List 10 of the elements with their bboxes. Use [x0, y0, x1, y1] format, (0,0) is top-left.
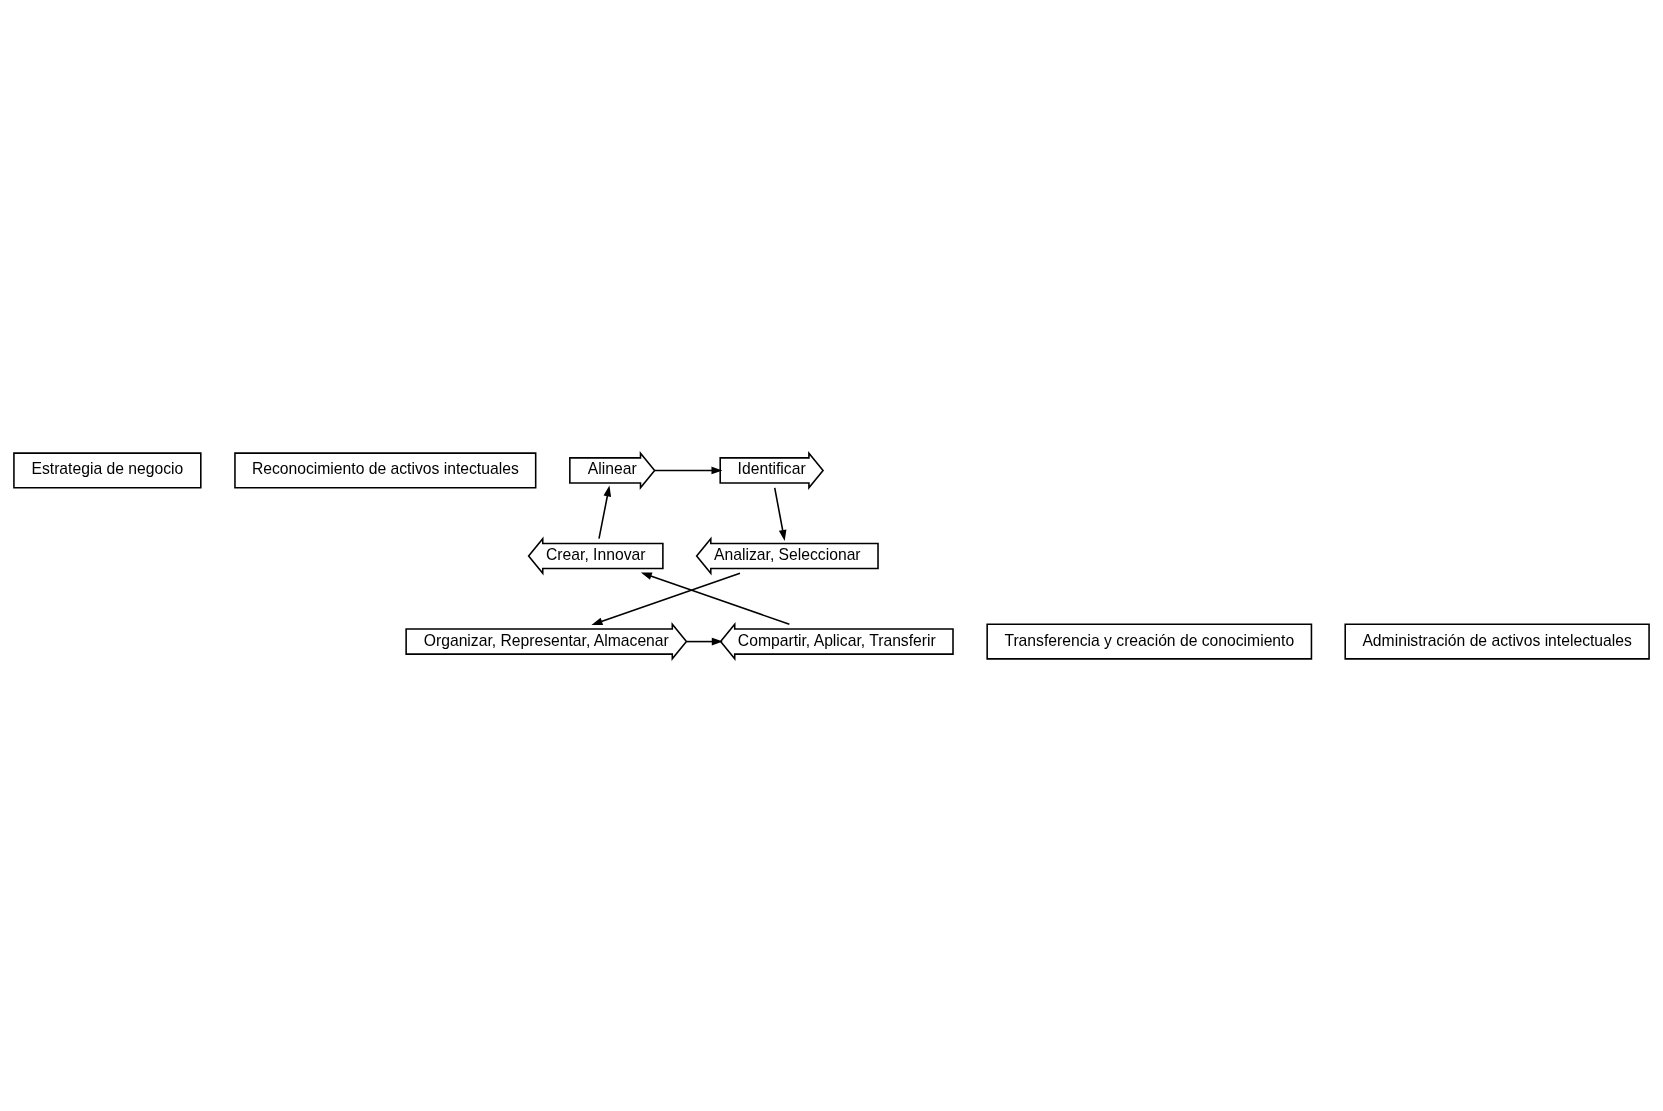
- arrow: [640, 572, 791, 625]
- node-box: Reconocimiento de activos intectuales: [234, 451, 537, 488]
- node-box: Transferencia y creación de conocimiento: [986, 623, 1313, 660]
- node-box: Administración de activos intelectuales: [1344, 623, 1650, 660]
- arrow: [654, 466, 723, 474]
- arrow: [591, 572, 741, 625]
- node-box: Estrategia de negocio: [13, 451, 202, 488]
- arrow: [685, 637, 723, 645]
- arrow: [598, 484, 612, 539]
- arrow: [773, 486, 787, 541]
